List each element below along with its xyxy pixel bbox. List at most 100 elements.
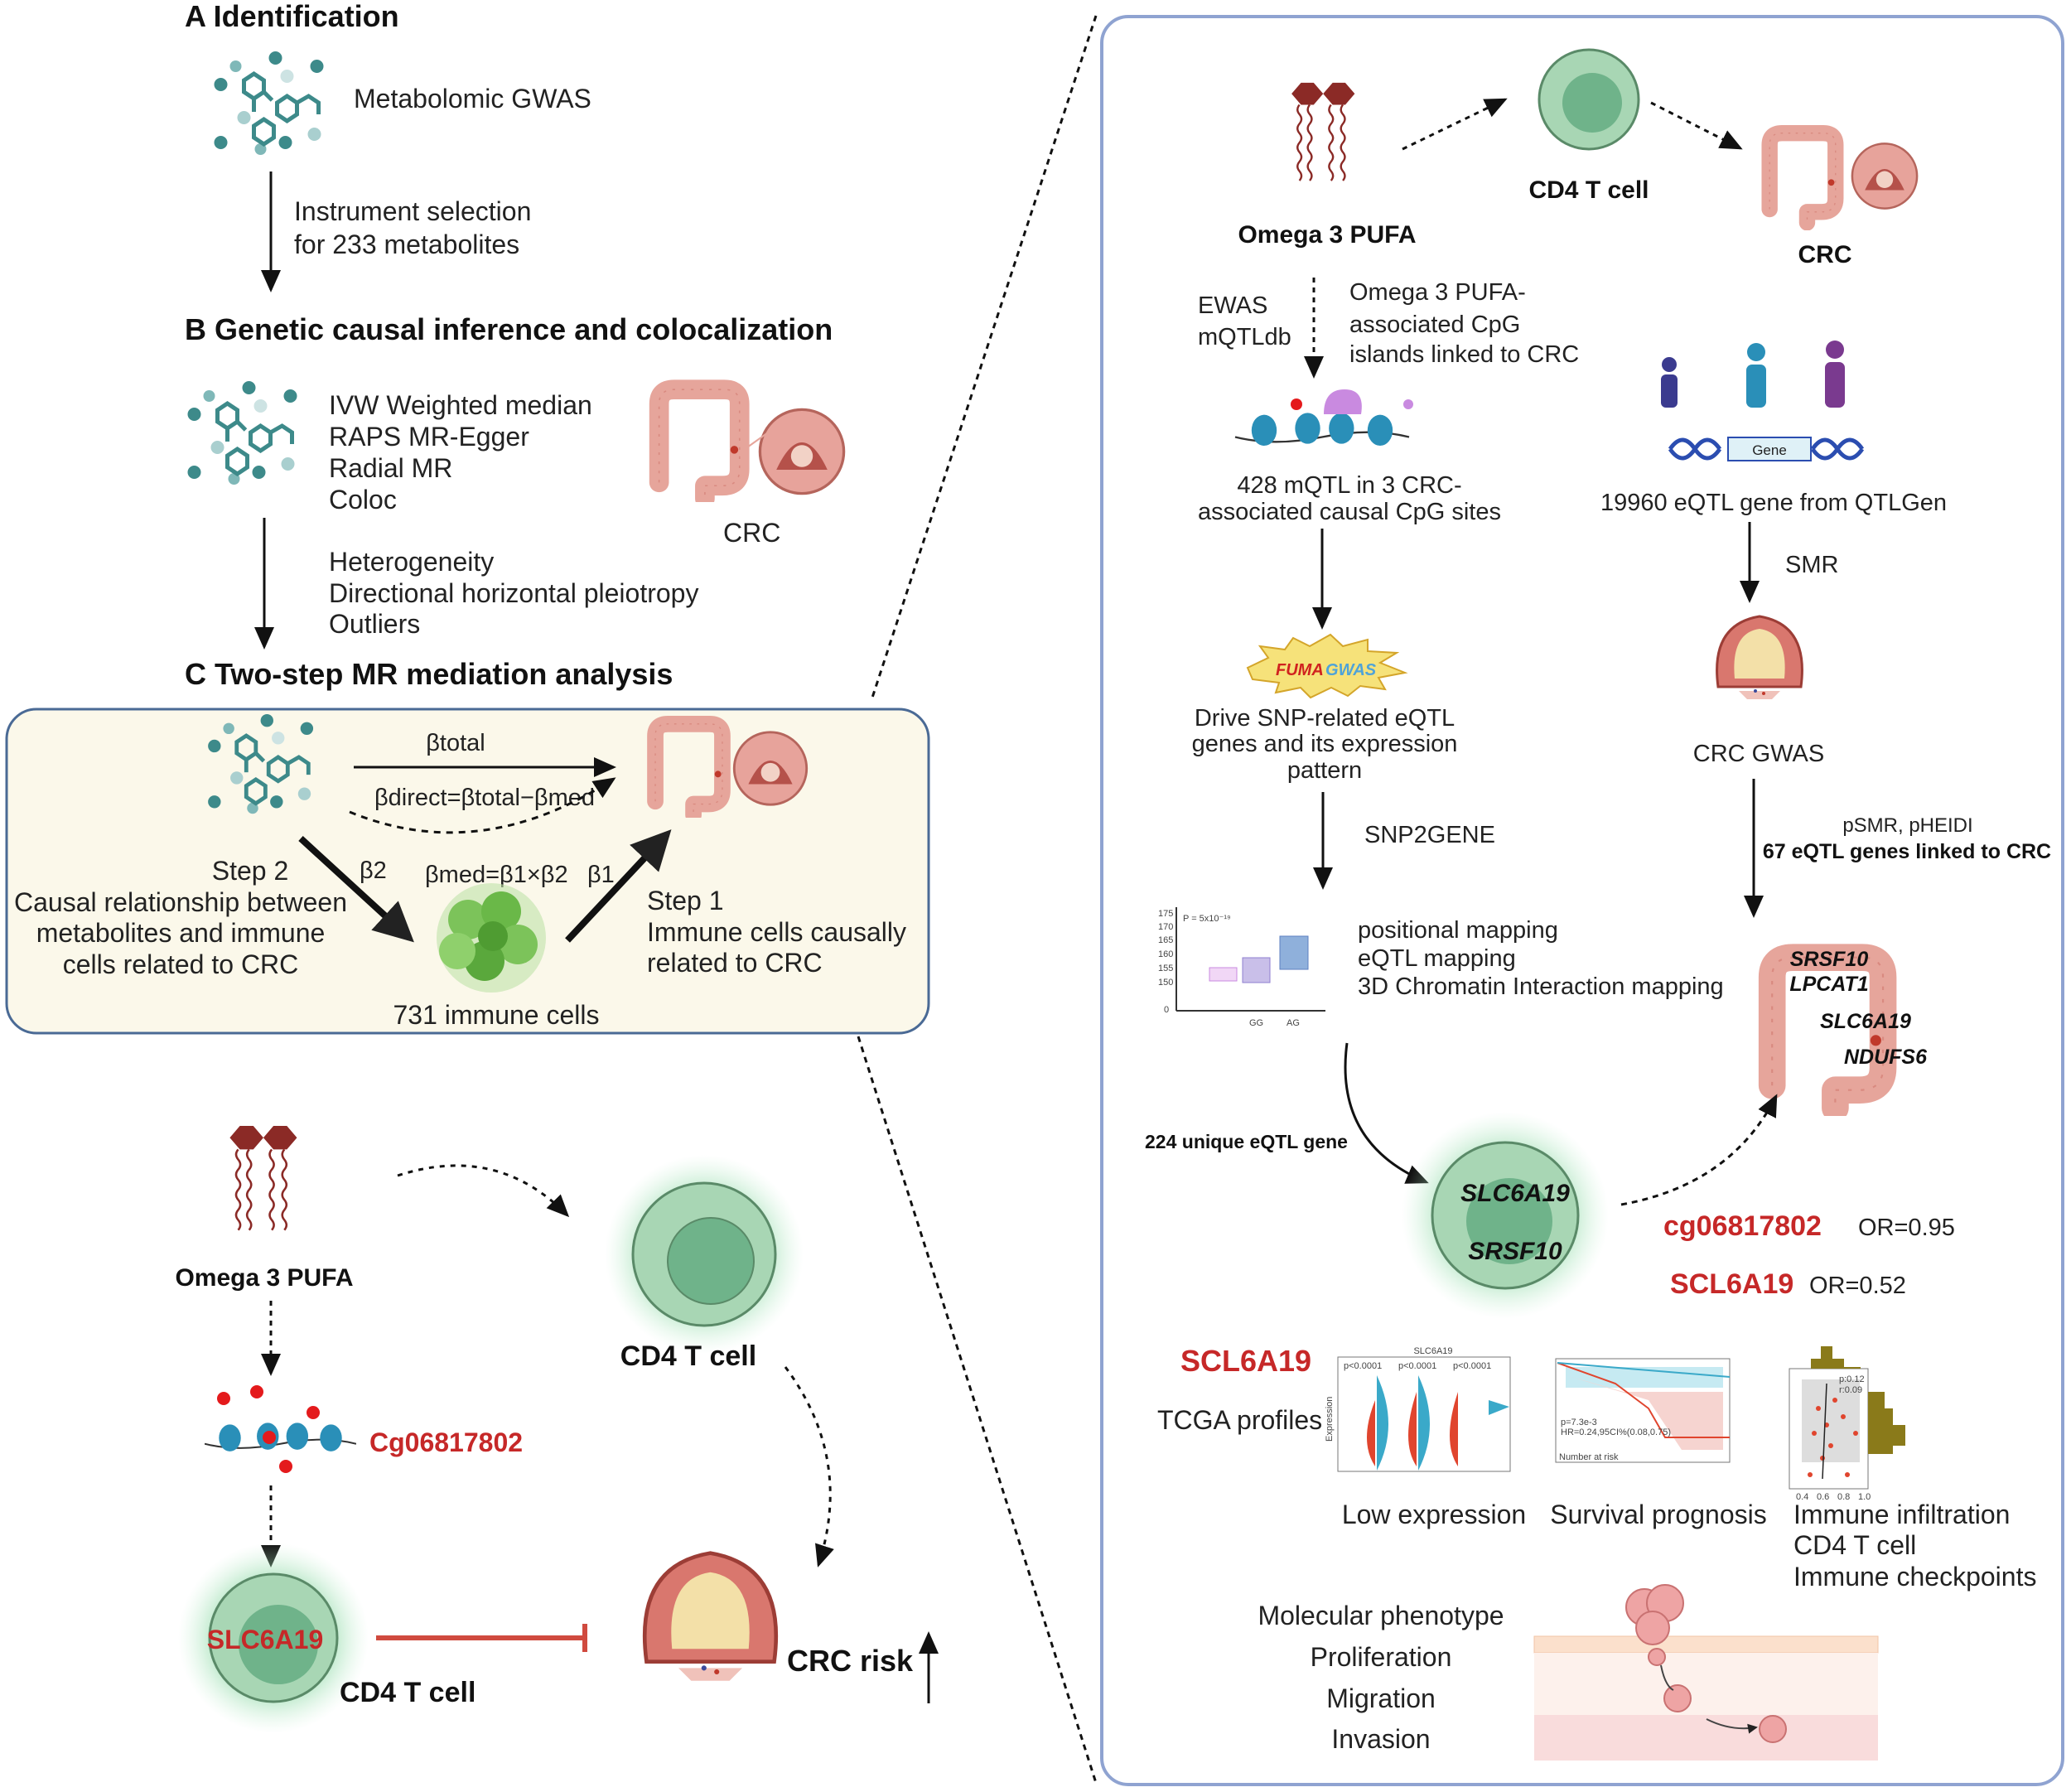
tcga-gene-label: SCL6A19 <box>1180 1344 1311 1378</box>
beta-direct-label: βdirect=βtotal−βmed <box>374 785 595 811</box>
section-c-title: C Two-step MR mediation analysis <box>185 657 673 691</box>
crc-label: CRC <box>1798 241 1852 268</box>
step1-arrow <box>565 829 672 943</box>
colon-gene-label: LPCAT1 <box>1789 973 1868 996</box>
psmr-label: pSMR, pHEIDI <box>1842 814 1972 837</box>
phenotype-line: Molecular phenotype <box>1258 1601 1504 1630</box>
instrument-selection-text: Instrument selection <box>294 196 531 226</box>
drive-text: pattern <box>1287 757 1362 784</box>
xtick: 0.6 <box>1817 1492 1829 1502</box>
cpg-desc-line: associated CpG <box>1349 312 1520 338</box>
beta2-label: β2 <box>360 857 387 884</box>
xtick: AG <box>1287 1018 1300 1028</box>
ewas-label: EWAS <box>1198 292 1267 319</box>
violin-p: p<0.0001 <box>1398 1361 1436 1371</box>
methylated-dna-icon <box>205 1385 356 1473</box>
method-line: RAPS MR-Egger <box>329 422 529 452</box>
mqtl-text: 428 mQTL in 3 CRC- <box>1237 472 1461 499</box>
phenotype-line: Proliferation <box>1311 1642 1452 1672</box>
section-c: C Two-step MR mediation analysis βtotal … <box>5 657 930 1035</box>
unique-eqtl-label: 224 unique eQTL gene <box>1145 1131 1348 1152</box>
cd4-bottom-label: CD4 T cell <box>340 1677 476 1708</box>
cpg-odds-ratio: OR=0.95 <box>1858 1215 1955 1241</box>
immune-line: Immune infiltration <box>1793 1500 2010 1529</box>
crc-magnifier-icon <box>760 409 843 493</box>
ytick: 165 <box>1158 935 1173 945</box>
slc6a19-cd4-cell-icon <box>178 1543 369 1733</box>
cpg-desc-line: Omega 3 PUFA- <box>1349 279 1526 306</box>
inhibition-arrow <box>376 1624 587 1652</box>
crc-magnifier-icon <box>1851 142 1919 210</box>
tcga-profiles-label: TCGA profiles <box>1157 1405 1322 1435</box>
cd4-t-cell-icon <box>605 1155 804 1354</box>
detail-panel-content: Omega 3 PUFA CD4 T cell CRC EWAS mQTLdb … <box>1145 48 2051 1761</box>
survival-label: Survival prognosis <box>1550 1500 1766 1529</box>
method-line: Coloc <box>329 485 397 514</box>
violin-p: p<0.0001 <box>1453 1361 1491 1371</box>
colon-gene-label: SRSF10 <box>1790 948 1869 971</box>
crc-label: CRC <box>723 518 780 548</box>
metabolite-molecule-icon <box>215 51 324 155</box>
xtick: 1.0 <box>1858 1492 1871 1502</box>
ytick: 175 <box>1158 909 1173 919</box>
section-a-title: A Identification <box>185 0 399 33</box>
section-a: A Identification Metabolomic GWAS Instru… <box>185 0 591 292</box>
summary-diagram: Omega 3 PUFA CD4 T cell Cg06817802 SLC6A… <box>175 1124 939 1733</box>
crc-gwas-label: CRC GWAS <box>1693 741 1824 767</box>
cell-to-colon-arrow <box>1620 1094 1778 1206</box>
scatter-p: p:0.12 <box>1839 1374 1865 1384</box>
eqtl-source-text: 19960 eQTL gene from QTLGen <box>1600 490 1947 516</box>
step1-text: related to CRC <box>647 948 823 978</box>
step2-arrow <box>298 836 414 943</box>
metabolomic-gwas-label: Metabolomic GWAS <box>354 84 591 114</box>
ytick: 155 <box>1158 964 1173 973</box>
people-dna-icon: Gene <box>1661 341 1865 461</box>
km-risk: Number at risk <box>1559 1452 1619 1462</box>
cd4-label: CD4 T cell <box>1528 176 1649 204</box>
eqtl-boxplot: P = 5x10⁻¹⁹ 175 170 165 160 155 150 0 GG… <box>1158 907 1325 1028</box>
omega3-label: Omega 3 PUFA <box>1238 221 1416 249</box>
mediation-box <box>5 708 930 1035</box>
step2-title: Step 2 <box>212 856 289 886</box>
mapping-line: eQTL mapping <box>1358 945 1516 972</box>
immune-line: CD4 T cell <box>1793 1530 1916 1560</box>
instrument-count-text: for 233 metabolites <box>294 229 519 259</box>
gwas-text: GWAS <box>1325 661 1377 679</box>
xtick: GG <box>1249 1018 1263 1028</box>
colon-gene-label: SLC6A19 <box>1820 1010 1911 1033</box>
violin-ylabel: Expression <box>1325 1397 1335 1442</box>
pufa-to-cd4-arrow <box>397 1164 570 1218</box>
fuma-gwas-logo: FUMA GWAS <box>1246 633 1408 699</box>
phenotype-line: Migration <box>1326 1683 1436 1713</box>
fuma-text: FUMA <box>1276 661 1324 679</box>
cpg-site-label: Cg06817802 <box>369 1427 523 1457</box>
immune-cells-count: 731 immune cells <box>393 1000 600 1030</box>
ytick: 150 <box>1158 978 1173 988</box>
sensitivity-line: Heterogeneity <box>329 547 494 577</box>
cell-gene-label: SRSF10 <box>1468 1238 1562 1265</box>
xtick: 0.4 <box>1796 1492 1808 1502</box>
crc-magnifier-icon <box>732 731 809 806</box>
mapping-line: 3D Chromatin Interaction mapping <box>1358 973 1724 1000</box>
cell-gene-label: SLC6A19 <box>1460 1180 1570 1207</box>
metastasis-tissue-icon <box>1533 1584 1879 1761</box>
gene-odds-ratio: OR=0.52 <box>1809 1273 1906 1299</box>
survival-curve: p=7.3e-3 HR=0.24,95CI%(0.08,0.75) Number… <box>1555 1358 1731 1463</box>
gene-box-label: Gene <box>1752 442 1787 458</box>
genes-to-cell-arrow <box>1344 1042 1429 1184</box>
km-p: p=7.3e-3 <box>1561 1418 1597 1427</box>
method-line: IVW Weighted median <box>329 390 592 420</box>
ytick: 0 <box>1164 1005 1169 1015</box>
cd4-label: CD4 T cell <box>620 1340 756 1372</box>
metabolite-molecule-icon <box>188 381 297 485</box>
zoom-connector-bottom <box>857 1036 1098 1784</box>
ytick: 170 <box>1158 922 1173 932</box>
smr-label: SMR <box>1785 552 1838 578</box>
drive-text: Drive SNP-related eQTL <box>1195 705 1455 732</box>
cpg-desc-line: islands linked to CRC <box>1349 341 1579 368</box>
methylation-nucleosome-icon <box>1233 389 1413 447</box>
low-expression-label: Low expression <box>1342 1500 1526 1529</box>
omega3-label: Omega 3 PUFA <box>175 1264 353 1292</box>
boxplot-p: P = 5x10⁻¹⁹ <box>1183 914 1231 924</box>
crc-tumor-icon <box>644 1553 776 1681</box>
